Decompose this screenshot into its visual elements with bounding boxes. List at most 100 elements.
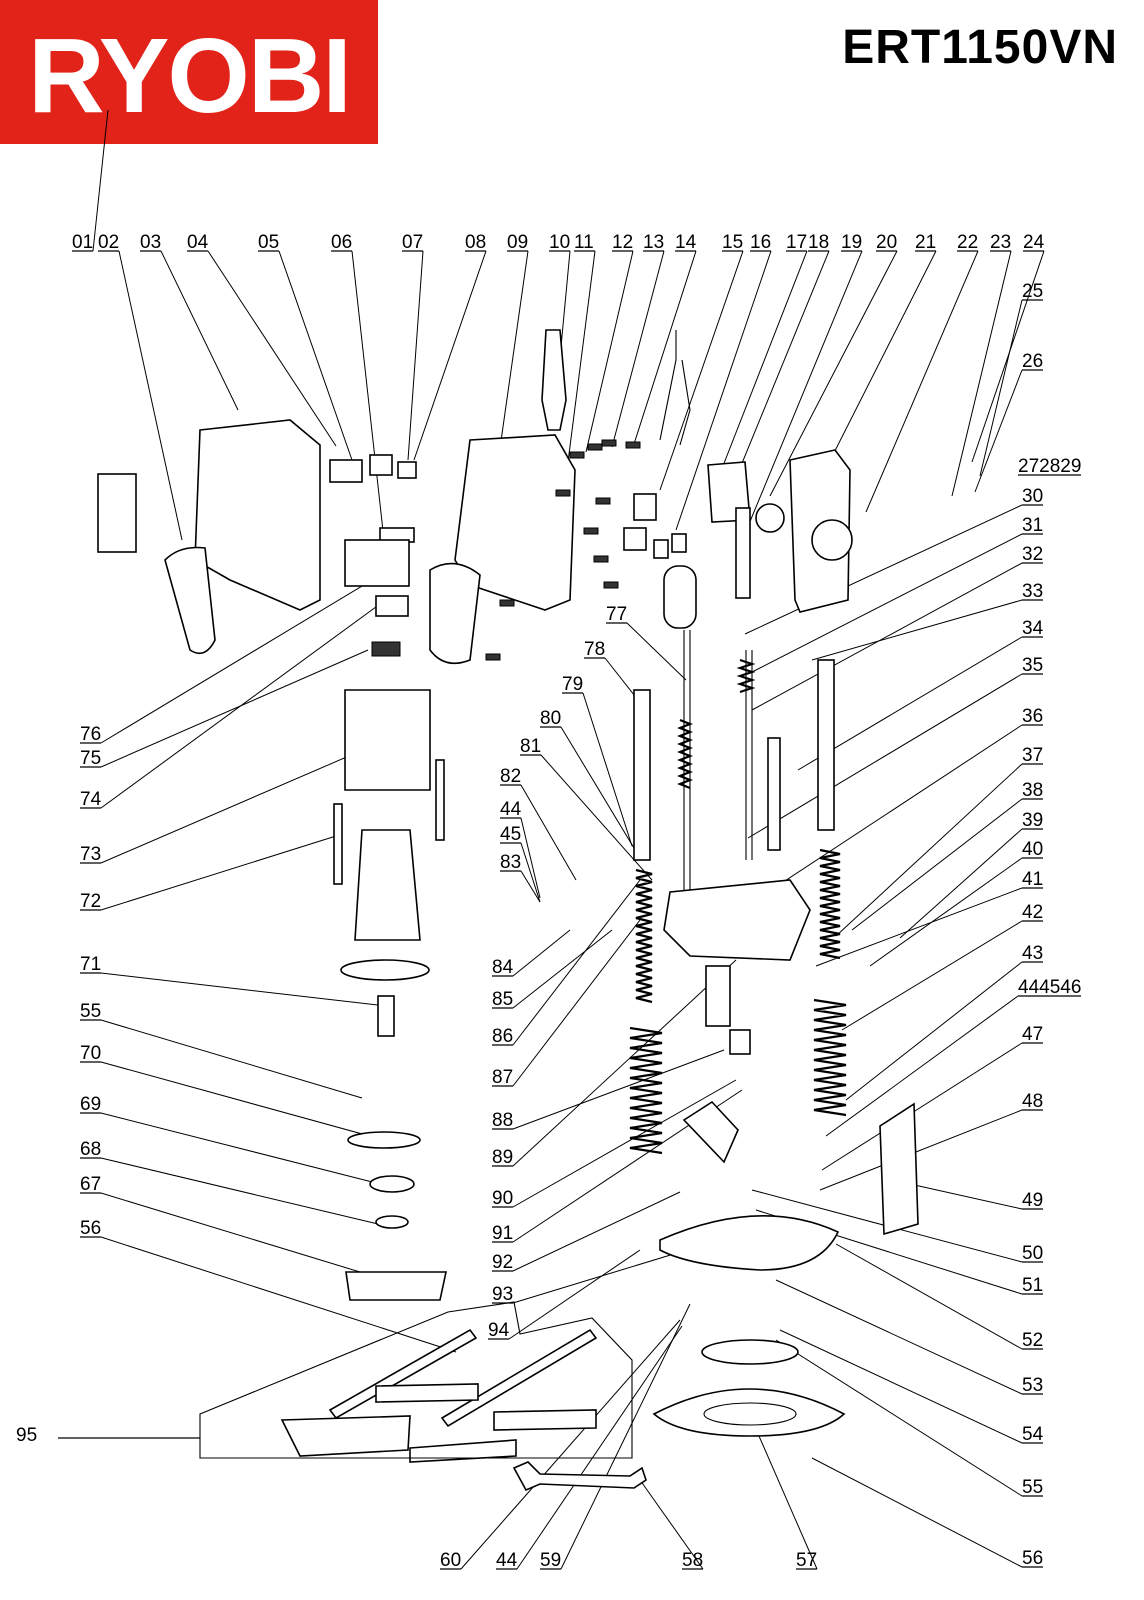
label-center-45-7: 45 xyxy=(500,824,521,845)
label-right-15-leader xyxy=(841,920,1023,1031)
label-right-9: 36 xyxy=(1022,706,1043,727)
brush-assembly xyxy=(344,539,410,587)
label-right-17: 444546 xyxy=(1018,977,1081,998)
label-top-12: 12 xyxy=(612,232,633,253)
label-right-7: 34 xyxy=(1022,618,1044,639)
label-center-81-4: 81 xyxy=(520,736,541,757)
label-center-83-8-leader xyxy=(520,870,541,903)
label-center-78-1: 78 xyxy=(584,639,605,660)
label-center-93-18: 93 xyxy=(492,1284,513,1305)
label-left-74-2: 74 xyxy=(80,789,102,810)
fan xyxy=(340,959,430,981)
label-bottom-57-4-leader xyxy=(751,1419,818,1570)
bearing-washer xyxy=(375,1215,409,1229)
right-handle xyxy=(429,562,481,665)
label-center-91-16: 91 xyxy=(492,1223,513,1244)
shaft xyxy=(377,995,395,1037)
leader-lines xyxy=(58,109,1045,1570)
right-return-spring xyxy=(813,998,847,1117)
brush xyxy=(375,595,409,617)
logo-wordmark: RYOBI xyxy=(28,17,350,135)
connector-d xyxy=(671,533,687,553)
label-top-07: 07 xyxy=(402,232,423,253)
label-top-01: 01 xyxy=(72,232,93,253)
label-center-44-6: 44 xyxy=(500,799,522,820)
label-top-18: 18 xyxy=(808,232,829,253)
label-right-15: 42 xyxy=(1022,902,1043,923)
label-center-87-12: 87 xyxy=(492,1067,513,1088)
label-center-90-15: 90 xyxy=(492,1188,513,1209)
label-center-45-7-leader xyxy=(520,842,541,903)
label-top-13: 13 xyxy=(643,232,664,253)
label-plate xyxy=(97,473,137,553)
ryobi-logo: RYOBI xyxy=(0,0,378,144)
label-top-13-leader xyxy=(611,250,665,448)
label-right-18: 47 xyxy=(1022,1024,1043,1045)
label-top-21: 21 xyxy=(915,232,936,253)
label-center-94-19: 94 xyxy=(488,1320,510,1341)
label-top-12-leader xyxy=(585,250,634,453)
bearing xyxy=(369,1175,415,1193)
label-right-26-leader xyxy=(775,1339,1023,1497)
label-top-15-leader xyxy=(659,250,744,491)
label-right-16-leader xyxy=(845,961,1023,1101)
label-bottom-59-2-leader xyxy=(560,1303,691,1570)
label-95: 95 xyxy=(16,1425,37,1446)
label-top-11: 11 xyxy=(574,232,594,253)
label-top-03: 03 xyxy=(140,232,161,253)
chip-shield xyxy=(879,1102,919,1236)
label-top-20-leader xyxy=(769,250,898,497)
insert-strip xyxy=(735,507,751,599)
sub-base-opening xyxy=(703,1402,797,1426)
edge-guide-bar xyxy=(409,1439,517,1463)
label-left-55-6-leader xyxy=(100,1019,363,1099)
label-left-68-9: 68 xyxy=(80,1139,101,1160)
label-right-0: 25 xyxy=(1022,281,1043,302)
label-center-83-8: 83 xyxy=(500,852,521,873)
label-bottom-60-0: 60 xyxy=(440,1550,461,1571)
column-tube-right xyxy=(817,659,835,831)
label-left-56-11: 56 xyxy=(80,1218,101,1239)
label-left-76-0: 76 xyxy=(80,724,101,745)
label-left-73-3: 73 xyxy=(80,844,101,865)
left-handle xyxy=(164,546,216,655)
label-center-86-11-leader xyxy=(512,879,641,1046)
label-right-26: 55 xyxy=(1022,1477,1043,1498)
label-right-8-leader xyxy=(747,673,1023,839)
label-right-12-leader xyxy=(899,828,1023,939)
power-cord xyxy=(659,330,691,446)
collet-ring xyxy=(729,1029,751,1055)
label-right-25: 54 xyxy=(1022,1424,1044,1445)
label-top-14: 14 xyxy=(675,232,697,253)
label-right-23-leader xyxy=(835,1243,1023,1350)
label-right-4: 31 xyxy=(1022,515,1043,536)
label-top-05-leader xyxy=(278,250,353,461)
label-right-3: 30 xyxy=(1022,486,1043,507)
label-right-19-leader xyxy=(819,1109,1023,1191)
label-center-84-9: 84 xyxy=(492,957,514,978)
motor-end-cap xyxy=(345,1271,447,1301)
label-center-84-9-leader xyxy=(512,929,571,977)
label-right-5: 32 xyxy=(1022,544,1043,565)
label-top-23: 23 xyxy=(990,232,1011,253)
label-top-22-leader xyxy=(865,250,979,513)
label-center-92-17: 92 xyxy=(492,1252,513,1273)
label-right-4-leader xyxy=(751,533,1023,673)
model-number: ERT1150VN xyxy=(842,21,1118,74)
router-base xyxy=(659,1215,840,1271)
switch-block xyxy=(369,454,393,476)
parts-drawing xyxy=(97,329,919,1492)
label-left-70-7: 70 xyxy=(80,1043,101,1064)
label-left-76-0-leader xyxy=(100,573,383,744)
label-center-78-1-leader xyxy=(604,657,639,701)
label-right-23: 52 xyxy=(1022,1330,1043,1351)
label-top-20: 20 xyxy=(876,232,897,253)
label-top-09: 09 xyxy=(507,232,528,253)
label-left-67-10: 67 xyxy=(80,1174,101,1195)
label-right-7-leader xyxy=(797,636,1023,771)
label-center-88-13: 88 xyxy=(492,1110,513,1131)
label-right-13: 40 xyxy=(1022,839,1043,860)
label-center-77-0: 77 xyxy=(606,604,627,625)
